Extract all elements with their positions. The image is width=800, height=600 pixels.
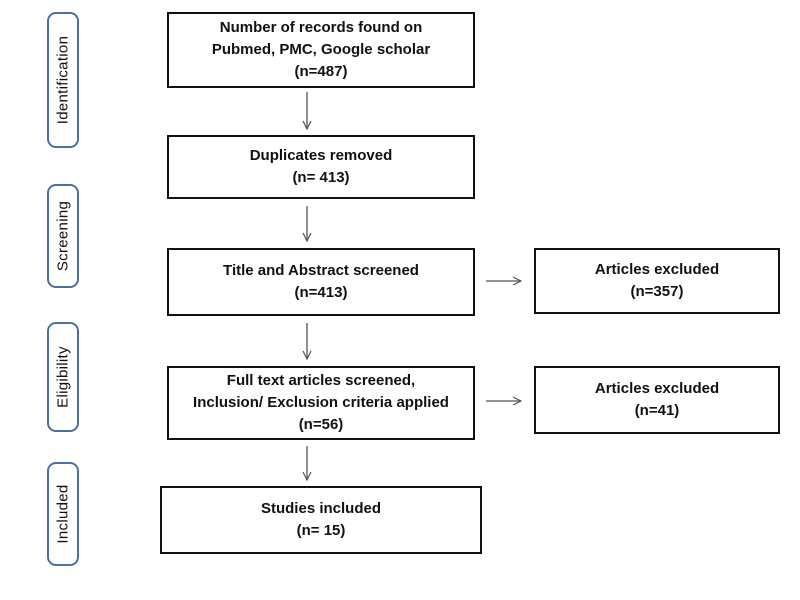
box-line: Inclusion/ Exclusion criteria applied — [193, 394, 449, 411]
box-articles-excluded-2: Articles excluded (n=41) — [534, 366, 780, 434]
box-line: Full text articles screened, — [226, 372, 416, 389]
box-line: (n= 413) — [292, 169, 350, 186]
box-line: (n=487) — [294, 63, 348, 80]
box-line: Duplicates removed — [249, 147, 393, 164]
stage-eligibility: Eligibility — [47, 322, 79, 432]
box-line: (n= 15) — [296, 522, 346, 539]
box-line: Articles excluded — [594, 261, 720, 278]
box-title-abstract-screened: Title and Abstract screened (n=413) — [167, 248, 475, 316]
box-full-text-screened: Full text articles screened, Inclusion/ … — [167, 366, 475, 440]
box-records-found: Number of records found on Pubmed, PMC, … — [167, 12, 475, 88]
stage-identification: Identification — [47, 12, 79, 148]
box-line: Studies included — [260, 500, 381, 517]
box-line: (n=413) — [294, 284, 348, 301]
box-line: Articles excluded — [594, 380, 720, 397]
box-line: Pubmed, PMC, Google scholar — [211, 41, 431, 58]
stage-screening: Screening — [47, 184, 79, 288]
box-line: (n=56) — [298, 416, 344, 433]
box-line: Title and Abstract screened — [223, 262, 419, 279]
box-line: Number of records found on — [219, 19, 423, 36]
box-line: (n=357) — [630, 283, 684, 300]
stage-included: Included — [47, 462, 79, 566]
box-line: (n=41) — [634, 402, 680, 419]
box-articles-excluded-1: Articles excluded (n=357) — [534, 248, 780, 314]
box-studies-included: Studies included (n= 15) — [160, 486, 482, 554]
box-duplicates-removed: Duplicates removed (n= 413) — [167, 135, 475, 199]
